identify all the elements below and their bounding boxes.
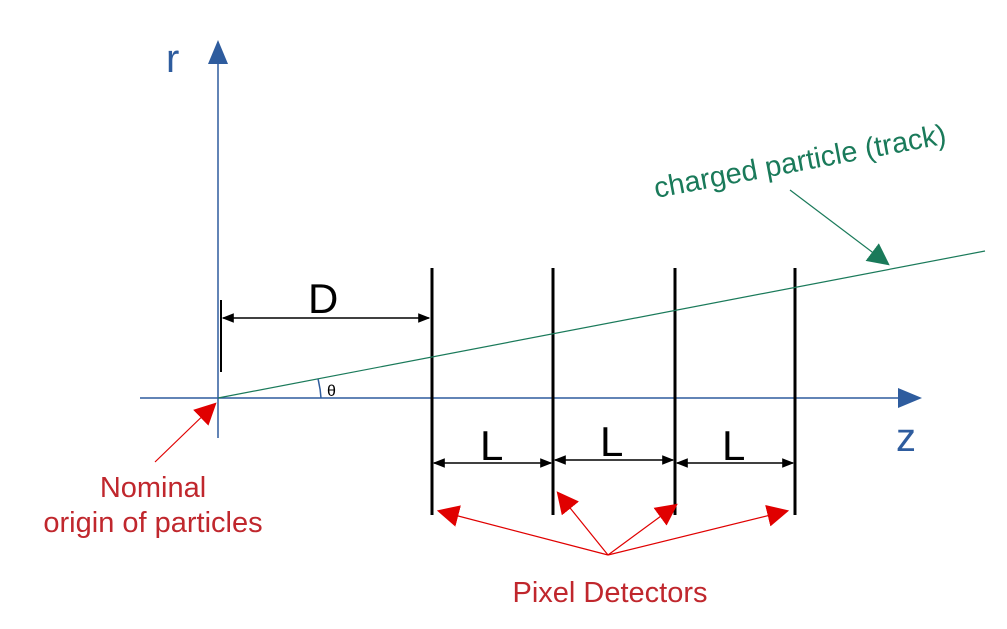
r-axis-label: r — [166, 37, 179, 81]
detector-pointer-arrow — [607, 503, 678, 556]
track-label: charged particle (track) — [651, 119, 948, 205]
origin-label-line1: Nominal — [100, 472, 206, 504]
track-pointer-arrow — [789, 189, 890, 266]
origin-pointer-arrow — [154, 402, 217, 463]
detector-pointer-arrow — [607, 505, 790, 556]
origin-label-line2: origin of particles — [43, 507, 262, 539]
detectors-label: Pixel Detectors — [512, 577, 707, 609]
distance-label: D — [308, 275, 338, 322]
angle-label: θ — [327, 383, 336, 400]
particle-track — [217, 250, 986, 399]
z-axis-label: z — [896, 416, 916, 460]
detector-pointer-arrow — [556, 491, 609, 556]
spacing-label: L — [600, 418, 623, 465]
spacing-label: L — [480, 422, 503, 469]
spacing-label: L — [722, 422, 745, 469]
detector-pointer-arrow — [436, 505, 609, 556]
r-axis-arrowhead — [208, 40, 228, 64]
angle-arc — [317, 378, 322, 399]
z-axis-arrowhead — [898, 388, 922, 408]
